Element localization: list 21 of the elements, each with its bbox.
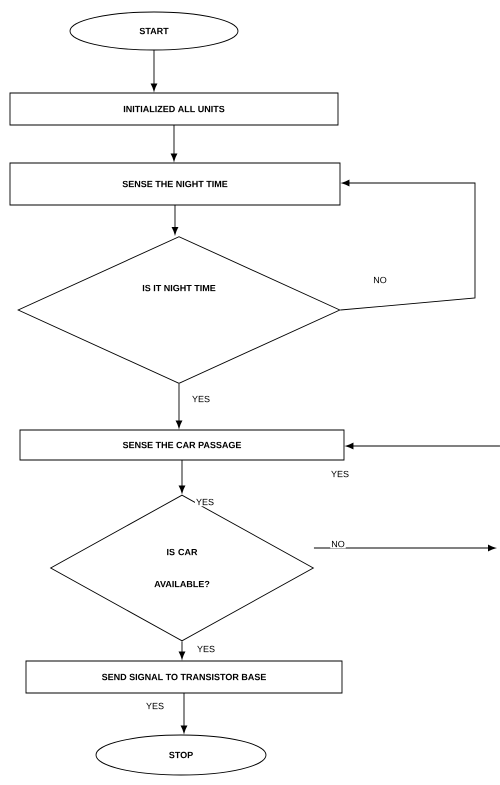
arrow <box>178 641 186 660</box>
edge-label: YES <box>330 470 350 478</box>
arrow <box>150 50 158 92</box>
edge-label: YES <box>196 644 216 654</box>
arrow <box>178 460 186 494</box>
edge-label: YES <box>191 394 211 404</box>
edge-label: YES <box>145 702 165 710</box>
arrow <box>170 125 178 162</box>
arrow <box>176 384 182 428</box>
edge-label: YES <box>195 498 215 506</box>
arrow <box>340 180 476 310</box>
arrow <box>172 205 178 235</box>
arrow <box>180 693 188 734</box>
process-box: SENSE THE NIGHT TIME <box>10 162 340 206</box>
arrow <box>314 544 496 552</box>
process-box: SEND SIGNAL TO TRANSISTOR BASE <box>26 660 342 694</box>
process-box: SENSE THE CAR PASSAGE <box>20 430 344 460</box>
process-box: INITIALIZED ALL UNITS <box>10 92 338 126</box>
edge-label: NO <box>330 540 346 548</box>
arrow <box>346 442 500 450</box>
edge-label: NO <box>372 276 388 284</box>
